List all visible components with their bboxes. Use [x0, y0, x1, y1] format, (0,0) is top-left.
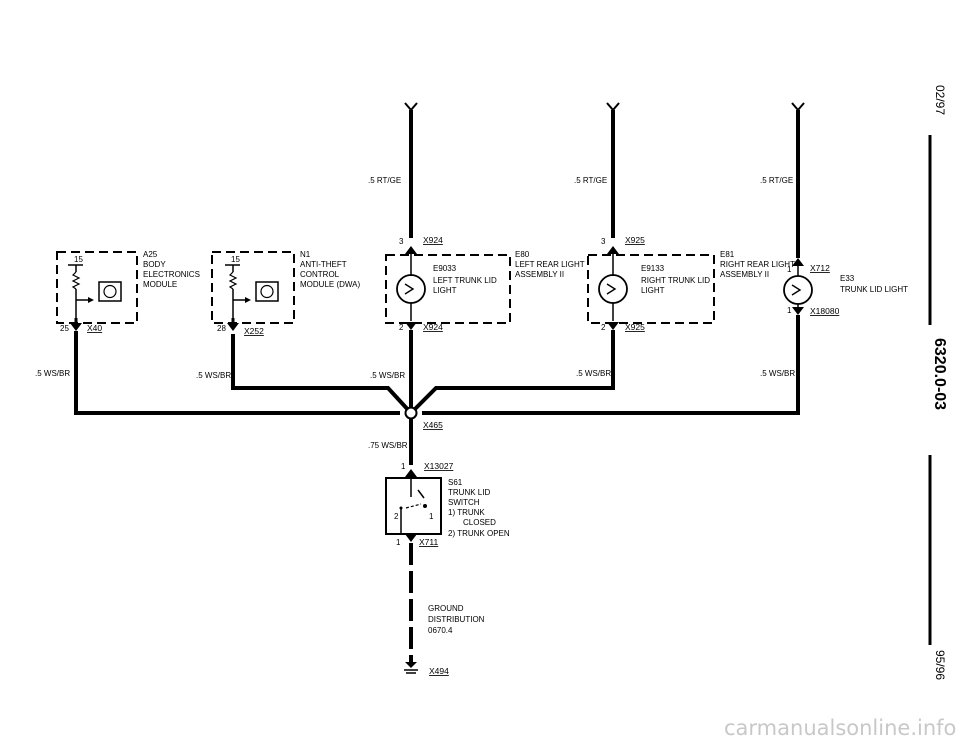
ground-e81-label: .5 WS/BR: [576, 369, 611, 378]
e81-inner-line-2: LIGHT: [641, 286, 665, 295]
s61-pin-bottom: 1: [396, 538, 401, 547]
e81-line-2: ASSEMBLY II: [720, 270, 769, 279]
ground-dist-line-3: 0670.4: [428, 626, 453, 635]
date-top: 02/97: [933, 85, 947, 115]
e33-id: E33: [840, 274, 855, 283]
e80-line-1: LEFT REAR LIGHT: [515, 260, 585, 269]
e80-conn-bottom: X924: [423, 322, 443, 332]
s61-line-1: TRUNK LID: [448, 488, 490, 497]
s61-state-2: CLOSED: [463, 518, 496, 527]
e81-assembly: 3 X925 E9133 RIGHT TRUNK LID LIGHT E81 R…: [587, 235, 795, 332]
e33-conn-bottom: X18080: [810, 306, 840, 316]
e80-conn-top: X924: [423, 235, 443, 245]
e81-inner-line-1: RIGHT TRUNK LID: [641, 276, 710, 285]
ground-e80-label: .5 WS/BR: [370, 371, 405, 380]
e80-inner-id: E9033: [433, 264, 457, 273]
ground-main-label: .75 WS/BR: [368, 441, 408, 450]
e33-line-1: TRUNK LID LIGHT: [840, 285, 908, 294]
ground-a25-label: .5 WS/BR: [35, 369, 70, 378]
ground-n1-label: .5 WS/BR: [196, 371, 231, 380]
e80-pin-bottom: 2: [399, 323, 404, 332]
e33-pin-top: 1: [787, 265, 792, 274]
s61-state-3: 2) TRUNK OPEN: [448, 529, 510, 538]
date-bottom: 95/96: [933, 650, 947, 680]
s61-id: S61: [448, 478, 463, 487]
e81-line-1: RIGHT REAR LIGHT: [720, 260, 795, 269]
e80-line-2: ASSEMBLY II: [515, 270, 564, 279]
page-code: 6320.0-03: [931, 338, 948, 410]
s61-switch: 1 X13027 2 1 S61 TRUNK LID SWITCH 1) TRU…: [385, 461, 510, 547]
s61-line-2: SWITCH: [448, 498, 480, 507]
e80-assembly: 3 X924 E9033 LEFT TRUNK LID LIGHT E80 LE…: [385, 235, 585, 332]
feed-wire-right: .5 RT/GE: [760, 102, 805, 258]
n1-line-1: ANTI-THEFT: [300, 260, 347, 269]
a25-id: A25: [143, 250, 158, 259]
n1-line-3: MODULE (DWA): [300, 280, 360, 289]
s61-pos-2: 2: [394, 512, 399, 521]
a25-line-1: BODY: [143, 260, 166, 269]
feed-mid-label: .5 RT/GE: [574, 176, 607, 185]
ground-bus: X465 .5 WS/BR .5 WS/BR .5 WS/BR .5 WS/BR…: [35, 315, 800, 465]
a25-pin-bottom: 25: [60, 324, 69, 333]
ground-connector: X494: [429, 666, 449, 676]
s61-conn-bottom: X711: [419, 537, 438, 547]
s61-state-1: 1) TRUNK: [448, 508, 485, 517]
ground-symbol-icon: [405, 662, 417, 668]
a25-pin-top: 15: [74, 255, 83, 264]
e81-pin-top: 3: [601, 237, 606, 246]
feed-left-label: .5 RT/GE: [368, 176, 401, 185]
ground-dist-line-1: GROUND: [428, 604, 464, 613]
n1-line-2: CONTROL: [300, 270, 340, 279]
e80-inner-line-1: LEFT TRUNK LID: [433, 276, 497, 285]
page-code-strip: 02/97 6320.0-03 95/96: [928, 85, 948, 680]
e80-pin-top: 3: [399, 237, 404, 246]
s61-pos-1: 1: [429, 512, 434, 521]
e80-id: E80: [515, 250, 530, 259]
ground-distribution: GROUND DISTRIBUTION 0670.4 X494: [404, 543, 485, 676]
n1-module: 15 N1 ANTI-THEFT CONTROL MODULE (DWA) 28…: [211, 250, 360, 336]
e33-pin-bottom: 1: [787, 306, 792, 315]
e33-light: 1 X712 E33 TRUNK LID LIGHT 1 X18080: [783, 258, 908, 316]
e33-conn-top: X712: [810, 263, 830, 273]
n1-pin-top: 15: [231, 255, 240, 264]
feed-right-label: .5 RT/GE: [760, 176, 793, 185]
e81-conn-top: X925: [625, 235, 645, 245]
n1-pin-bottom: 28: [217, 324, 226, 333]
e81-conn-bottom: X925: [625, 322, 645, 332]
ground-dist-line-2: DISTRIBUTION: [428, 615, 485, 624]
e81-id: E81: [720, 250, 735, 259]
feed-wire-mid: .5 RT/GE: [574, 102, 620, 238]
a25-line-3: MODULE: [143, 280, 177, 289]
watermark: carmanualsonline.info: [724, 716, 956, 740]
splice-node: [404, 406, 418, 420]
ground-e33-label: .5 WS/BR: [760, 369, 795, 378]
a25-connector: X40: [87, 323, 102, 333]
a25-module: 15 A25 BODY ELECTRONICS MODULE 25 X40: [56, 250, 200, 333]
splice-label: X465: [423, 420, 443, 430]
n1-id: N1: [300, 250, 311, 259]
s61-pin-top: 1: [401, 462, 406, 471]
e81-pin-bottom: 2: [601, 323, 606, 332]
s61-conn-top: X13027: [424, 461, 454, 471]
a25-line-2: ELECTRONICS: [143, 270, 200, 279]
e81-inner-id: E9133: [641, 264, 665, 273]
e80-inner-line-2: LIGHT: [433, 286, 457, 295]
feed-wire-left: .5 RT/GE: [368, 102, 418, 238]
n1-connector: X252: [244, 326, 264, 336]
